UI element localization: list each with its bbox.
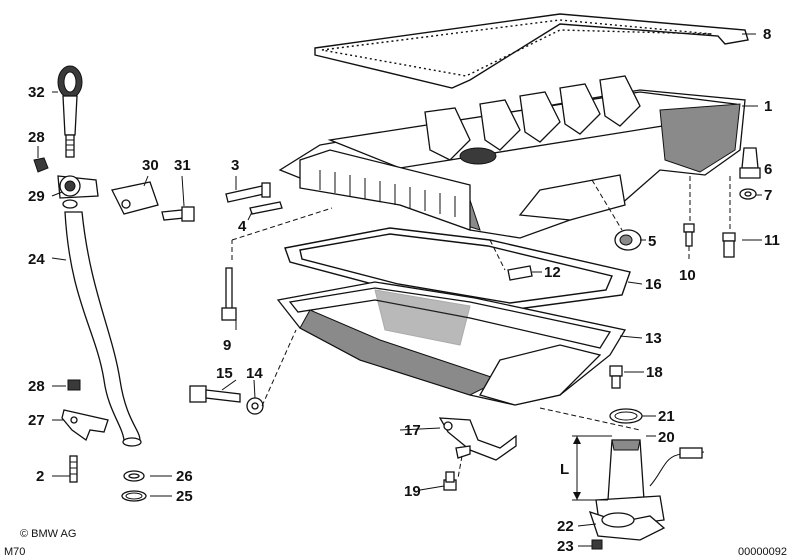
callout-6: 6 bbox=[764, 161, 772, 178]
dimension-l-label: L bbox=[560, 461, 569, 478]
callout-28-top: 28 bbox=[28, 129, 45, 146]
dimension-l-marker bbox=[572, 435, 612, 501]
callout-28-lower: 28 bbox=[28, 378, 45, 395]
callout-1: 1 bbox=[764, 98, 772, 115]
bolt-11 bbox=[722, 232, 736, 258]
dipstick-seal-28 bbox=[65, 134, 75, 158]
callout-24: 24 bbox=[28, 251, 45, 268]
callout-27: 27 bbox=[28, 412, 45, 429]
bolt-3 bbox=[225, 182, 271, 203]
oil-level-sensor-plug bbox=[739, 147, 761, 200]
stud-2 bbox=[69, 455, 78, 483]
dipstick-handle-32 bbox=[57, 65, 83, 136]
callout-30: 30 bbox=[142, 157, 159, 174]
callout-numbers: 8 1 6 7 11 10 5 12 16 13 18 21 20 22 23 … bbox=[28, 26, 780, 555]
copyright-text: © BMW AG bbox=[20, 528, 76, 540]
bolt-31 bbox=[161, 206, 195, 222]
callout-15: 15 bbox=[216, 365, 233, 382]
callout-17: 17 bbox=[404, 422, 421, 439]
bolt-12 bbox=[507, 265, 533, 281]
callout-14: 14 bbox=[246, 365, 263, 382]
callout-16: 16 bbox=[645, 276, 662, 293]
oil-level-sensor-20 bbox=[588, 439, 705, 541]
clamp-29 bbox=[57, 175, 99, 209]
model-code: M70 bbox=[4, 546, 25, 558]
callout-20: 20 bbox=[658, 429, 675, 446]
bolt-17-stud bbox=[455, 445, 471, 459]
leader-lines bbox=[37, 33, 762, 547]
bracket-30 bbox=[111, 181, 159, 215]
nut-28-top bbox=[33, 157, 49, 173]
callout-21: 21 bbox=[658, 408, 675, 425]
callout-5: 5 bbox=[648, 233, 656, 250]
callout-3: 3 bbox=[231, 157, 239, 174]
lower-oil-pan bbox=[276, 281, 627, 406]
callout-19: 19 bbox=[404, 483, 421, 500]
oil-drain-plug bbox=[614, 229, 642, 251]
o-ring-26 bbox=[123, 470, 145, 482]
o-ring-25 bbox=[121, 490, 147, 502]
bolt-10 bbox=[683, 223, 695, 247]
bolt-15 bbox=[189, 385, 241, 403]
nut-28-lower bbox=[67, 379, 81, 391]
upper-oil-pan-gasket bbox=[314, 13, 749, 89]
callout-13: 13 bbox=[645, 330, 662, 347]
callout-26: 26 bbox=[176, 468, 193, 485]
bracket-17 bbox=[438, 417, 517, 461]
callout-29: 29 bbox=[28, 188, 45, 205]
callout-12: 12 bbox=[544, 264, 561, 281]
callout-23: 23 bbox=[557, 538, 574, 555]
bracket-27 bbox=[61, 409, 109, 442]
callout-11: 11 bbox=[764, 232, 780, 249]
callout-32: 32 bbox=[28, 84, 45, 101]
callout-31: 31 bbox=[174, 157, 191, 174]
bolt-18 bbox=[609, 365, 623, 389]
lower-oil-pan-gasket bbox=[284, 227, 631, 311]
long-bolt-9 bbox=[221, 267, 237, 321]
upper-oil-pan bbox=[278, 75, 746, 239]
callout-4: 4 bbox=[238, 218, 247, 235]
callout-8: 8 bbox=[763, 26, 771, 43]
bolt-19 bbox=[443, 471, 457, 491]
callout-18: 18 bbox=[646, 364, 663, 381]
nut-23 bbox=[591, 539, 603, 550]
callout-7: 7 bbox=[764, 187, 772, 204]
callout-2: 2 bbox=[36, 468, 44, 485]
seal-22 bbox=[601, 512, 635, 528]
callout-9: 9 bbox=[223, 337, 231, 354]
bolt-4 bbox=[249, 201, 283, 215]
diagram-number: 00000092 bbox=[738, 546, 787, 558]
washer-14 bbox=[246, 397, 264, 415]
callout-22: 22 bbox=[557, 518, 574, 535]
callout-10: 10 bbox=[679, 267, 696, 284]
o-ring-21 bbox=[609, 408, 643, 424]
callout-25: 25 bbox=[176, 488, 193, 505]
dipstick-tube-24 bbox=[64, 211, 142, 447]
